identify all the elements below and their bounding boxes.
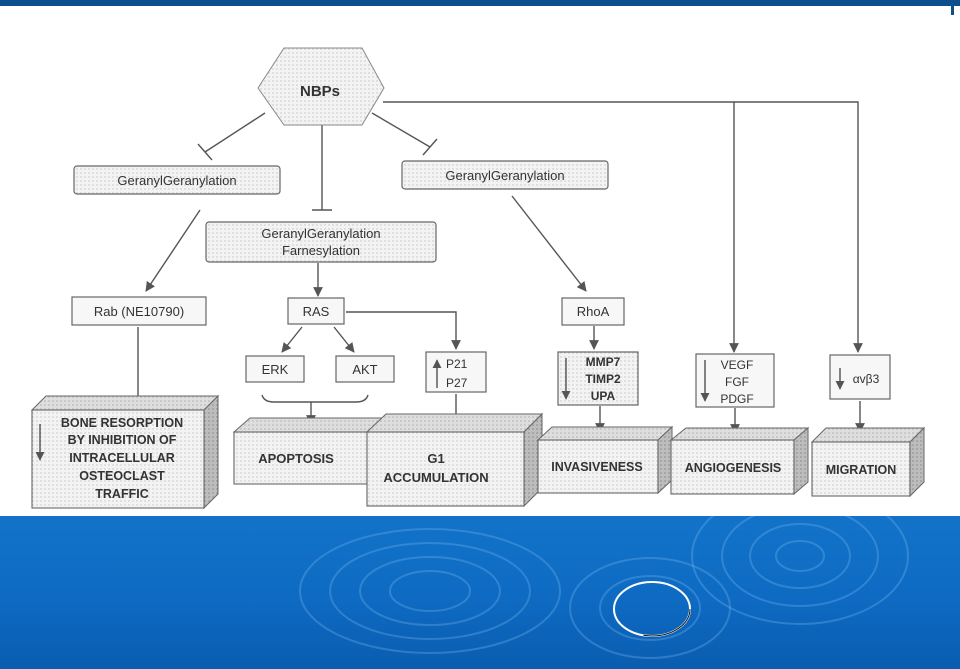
g1-label-1: G1 bbox=[427, 451, 444, 466]
invasiveness-label: INVASIVENESS bbox=[551, 460, 642, 474]
inhibit-line-left bbox=[204, 112, 266, 153]
nbps-label: NBPs bbox=[300, 83, 340, 100]
bone-label-2: BY INHIBITION OF bbox=[68, 433, 177, 447]
rab-box: Rab (NE10790) bbox=[71, 296, 207, 326]
gg-center-label-2: Farnesylation bbox=[282, 243, 360, 258]
vegf-label: VEGF bbox=[721, 358, 754, 372]
rhoa-box: RhoA bbox=[561, 297, 625, 326]
erk-akt-bracket bbox=[261, 394, 369, 403]
gg-center-label-1: GeranylGeranylation bbox=[261, 226, 380, 241]
p27-label: P27 bbox=[446, 376, 468, 390]
bone-resorption-cube: BONE RESORPTION BY INHIBITION OF INTRACE… bbox=[30, 394, 220, 510]
gg-left-to-rab-arrow bbox=[145, 209, 201, 292]
rhoa-label: RhoA bbox=[577, 304, 610, 319]
water-ripples-graphic bbox=[299, 516, 909, 659]
mmp7-label: MMP7 bbox=[586, 355, 621, 369]
decorative-footer bbox=[0, 516, 960, 669]
bone-label-4: OSTEOCLAST bbox=[79, 469, 165, 483]
gg-left-label: GeranylGeranylation bbox=[117, 173, 236, 188]
p21-label: P21 bbox=[446, 357, 468, 371]
pdgf-label: PDGF bbox=[720, 392, 753, 406]
apoptosis-cube: APOPTOSIS bbox=[232, 416, 390, 486]
nbps-pathway-diagram: NBPs GeranylGeranylation GeranylGeranyla… bbox=[30, 47, 926, 510]
inhibit-bar-right bbox=[422, 138, 438, 156]
upa-label: UPA bbox=[591, 389, 616, 403]
integrin-label: αvβ3 bbox=[853, 372, 880, 386]
p21-p27-box: P21 P27 bbox=[425, 351, 487, 393]
gg-center-box: GeranylGeranylation Farnesylation bbox=[205, 221, 437, 263]
fgf-label: FGF bbox=[725, 375, 749, 389]
integrin-box: αvβ3 bbox=[829, 354, 891, 400]
top-mark bbox=[951, 6, 954, 15]
rab-label: Rab (NE10790) bbox=[94, 304, 184, 319]
ras-label: RAS bbox=[303, 304, 330, 319]
gg-right-to-rhoa-arrow bbox=[511, 195, 587, 292]
inhibit-bar-left bbox=[197, 143, 213, 161]
gg-right-label: GeranylGeranylation bbox=[445, 168, 564, 183]
g1-accumulation-cube: G1 ACCUMULATION bbox=[365, 412, 544, 508]
migration-cube: MIGRATION bbox=[810, 426, 926, 498]
g1-label-2: ACCUMULATION bbox=[383, 470, 488, 485]
invasiveness-cube: INVASIVENESS bbox=[536, 425, 674, 495]
ras-box: RAS bbox=[287, 297, 345, 325]
akt-label: AKT bbox=[352, 362, 377, 377]
migration-label: MIGRATION bbox=[826, 463, 897, 477]
akt-box: AKT bbox=[335, 355, 395, 383]
nbps-node: NBPs bbox=[257, 47, 385, 126]
vegf-fgf-pdgf-box: VEGF FGF PDGF bbox=[695, 353, 775, 408]
apoptosis-label: APOPTOSIS bbox=[258, 451, 334, 466]
ras-to-akt-arrow bbox=[333, 326, 355, 353]
bone-label-5: TRAFFIC bbox=[95, 487, 148, 501]
ras-to-erk-arrow bbox=[281, 326, 303, 353]
timp2-label: TIMP2 bbox=[585, 372, 621, 386]
angiogenesis-label: ANGIOGENESIS bbox=[685, 461, 782, 475]
bone-label-3: INTRACELLULAR bbox=[69, 451, 175, 465]
mmp7-timp2-upa-box: MMP7 TIMP2 UPA bbox=[557, 351, 639, 406]
gg-right-box: GeranylGeranylation bbox=[401, 160, 609, 190]
top-bar bbox=[0, 0, 960, 6]
gg-left-box: GeranylGeranylation bbox=[73, 165, 281, 195]
inhibit-line-right bbox=[371, 112, 431, 148]
nbps-to-integrin-line bbox=[734, 101, 863, 353]
erk-box: ERK bbox=[245, 355, 305, 383]
erk-label: ERK bbox=[262, 362, 289, 377]
ras-to-p21-arrow bbox=[346, 311, 461, 350]
angiogenesis-cube: ANGIOGENESIS bbox=[669, 426, 810, 496]
bone-label-1: BONE RESORPTION bbox=[61, 416, 183, 430]
